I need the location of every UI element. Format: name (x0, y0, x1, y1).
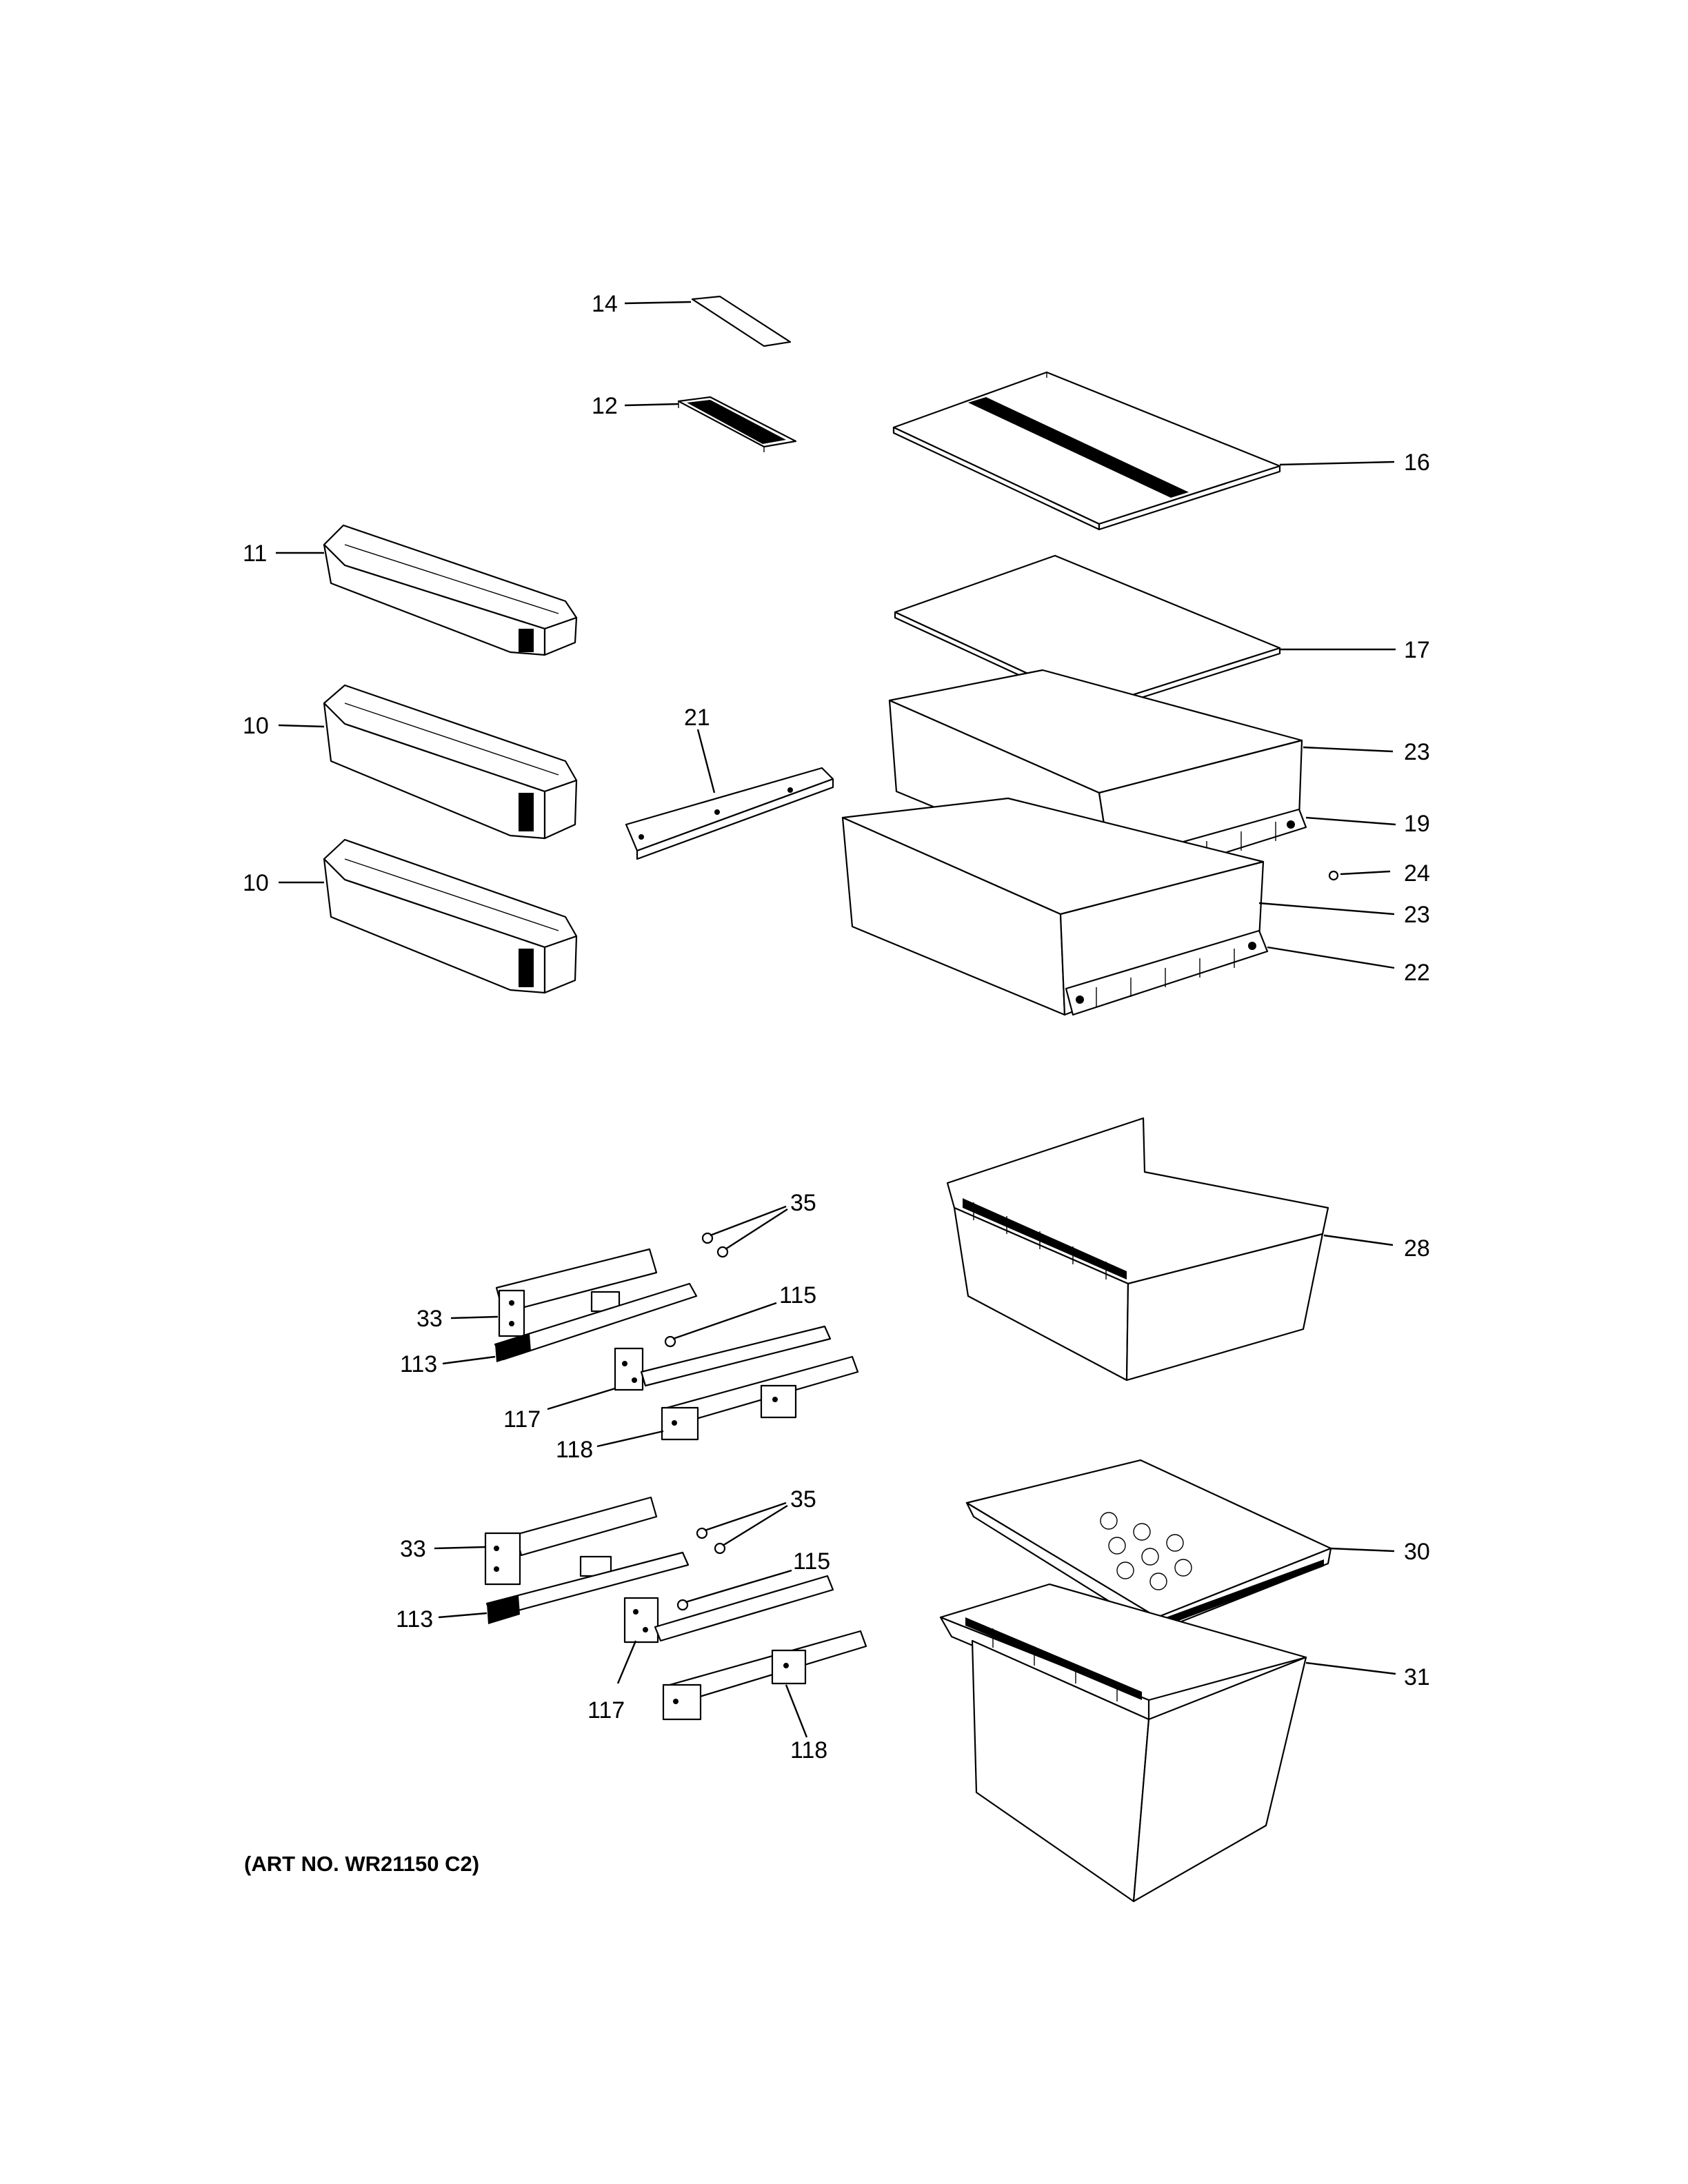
callout-22: 22 (1404, 960, 1430, 986)
leader-lines (276, 301, 1396, 1738)
leader-33a (450, 1315, 499, 1320)
leader-10a (278, 724, 325, 728)
callout-35-upper: 35 (790, 1190, 816, 1216)
callout-12: 12 (592, 393, 618, 419)
callout-11: 11 (243, 540, 267, 567)
part-113-rail-upper (494, 1282, 698, 1362)
part-10-door-bin-upper (323, 684, 578, 840)
leader-30 (1329, 1547, 1395, 1553)
part-22-drawer-front (1065, 929, 1269, 1016)
callout-117-lower: 117 (587, 1697, 625, 1723)
leader-115a (672, 1302, 777, 1340)
callout-35-lower: 35 (790, 1486, 816, 1513)
leader-21 (696, 729, 716, 793)
leader-22 (1267, 946, 1395, 969)
callout-14: 14 (592, 291, 618, 317)
callout-118-upper: 118 (556, 1437, 593, 1463)
callout-33-lower: 33 (400, 1536, 426, 1562)
part-30-tray (965, 1459, 1332, 1632)
callout-16: 16 (1404, 449, 1430, 476)
part-115-screw-lower (676, 1599, 689, 1611)
callout-23-lower: 23 (1404, 902, 1430, 928)
leader-23a (1303, 746, 1394, 753)
part-117-bracket-upper (614, 1325, 832, 1391)
callout-118-lower: 118 (790, 1737, 827, 1763)
leader-23b (1258, 902, 1395, 916)
callout-23-upper: 23 (1404, 739, 1430, 765)
leader-117a (547, 1387, 616, 1410)
part-118-slide-upper (661, 1355, 859, 1441)
part-33-bracket-lower (484, 1496, 658, 1586)
callout-115-upper: 115 (779, 1282, 816, 1308)
callout-19: 19 (1404, 811, 1430, 837)
leader-118b (785, 1684, 808, 1738)
leader-12 (624, 403, 679, 407)
part-115-screw-upper (664, 1335, 676, 1348)
leader-28 (1323, 1234, 1394, 1246)
leader-35a-1 (710, 1205, 787, 1237)
part-10-door-bin-lower (323, 838, 578, 994)
part-16-shelf (892, 371, 1281, 531)
part-35-screws-lower (696, 1527, 726, 1555)
callout-10-upper: 10 (243, 713, 269, 739)
art-number-caption: (ART NO. WR21150 C2) (244, 1852, 480, 1876)
part-117-bracket-lower (623, 1575, 834, 1644)
leader-24 (1340, 870, 1391, 876)
part-33-bracket-upper (495, 1248, 658, 1337)
part-12-bracket (677, 396, 797, 452)
part-14-plate (691, 295, 792, 347)
leader-113a (442, 1355, 496, 1365)
callout-10-lower: 10 (243, 870, 269, 896)
part-21-rail (625, 767, 834, 860)
part-28-basket (946, 1117, 1329, 1382)
callout-labels: 14 12 16 11 17 10 21 23 19 24 23 10 22 3… (243, 291, 1430, 1763)
leader-35b-2 (722, 1504, 788, 1547)
part-113-rail-lower (485, 1551, 690, 1624)
callout-33-upper: 33 (416, 1306, 443, 1332)
leader-118a (596, 1430, 664, 1448)
leader-14 (624, 301, 692, 305)
part-31-basket (939, 1583, 1307, 1903)
leader-31 (1305, 1661, 1396, 1675)
leader-113b (438, 1612, 488, 1619)
callout-115-lower: 115 (793, 1548, 830, 1575)
part-11-door-bin (323, 524, 578, 656)
callout-117-upper: 117 (503, 1406, 541, 1433)
leader-16 (1279, 461, 1395, 466)
callout-24: 24 (1404, 860, 1430, 887)
callout-113-upper: 113 (400, 1351, 437, 1377)
callout-17: 17 (1404, 637, 1430, 663)
part-35-screws-upper (701, 1232, 729, 1258)
leader-117b (616, 1640, 637, 1684)
leader-33b (434, 1546, 486, 1550)
callout-28: 28 (1404, 1235, 1430, 1262)
part-118-slide-lower (662, 1630, 867, 1721)
callout-30: 30 (1404, 1539, 1430, 1565)
leader-115b (685, 1569, 792, 1604)
leader-35a-2 (725, 1208, 788, 1251)
callout-113-lower: 113 (396, 1606, 433, 1632)
callout-31: 31 (1404, 1664, 1430, 1690)
leader-19 (1305, 816, 1396, 826)
leader-35b-1 (704, 1502, 787, 1532)
callout-21: 21 (684, 705, 710, 731)
part-24-clip (1328, 870, 1339, 881)
